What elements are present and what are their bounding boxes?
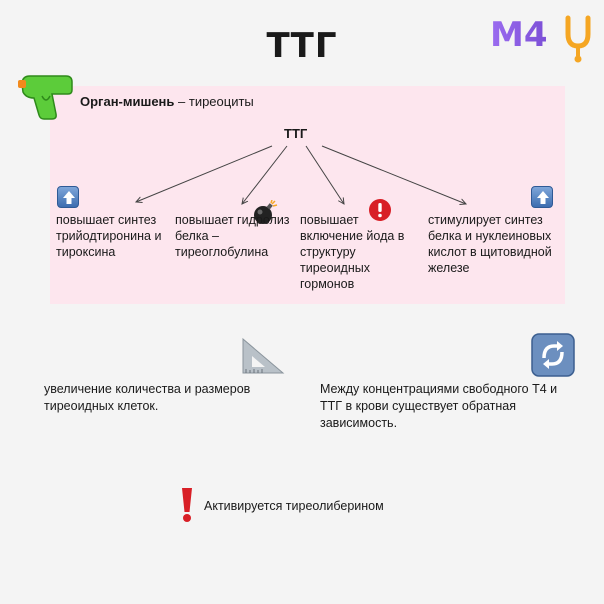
effect-2-text: повышает гидролиз белка – тиреоглобулина: [175, 213, 290, 259]
note-right: Между концентрациями свободного Т4 и ТТГ…: [320, 382, 558, 430]
effect-3-text: повышает включение йода в структуру тире…: [300, 213, 405, 291]
up-arrow-icon: [57, 186, 79, 208]
effect-1-text: повышает синтез трийодтиронина и тирокси…: [56, 213, 162, 259]
organ-label-bold: Орган-мишень: [80, 94, 175, 109]
effect-4-text: стимулирует синтез белка и нуклеиновых к…: [428, 213, 552, 275]
organ-label-rest: – тиреоциты: [174, 94, 254, 109]
m4u-logo: M4: [490, 10, 596, 64]
triangle-ruler-icon: [240, 336, 286, 376]
center-label: ТТГ: [284, 126, 308, 141]
exclamation-circle-icon: [368, 198, 392, 222]
page-title: ТТГ: [266, 26, 338, 66]
svg-text:M4: M4: [490, 15, 548, 55]
red-exclamation-icon: [180, 486, 194, 524]
note-left: увеличение количества и размеров тиреоид…: [44, 382, 251, 413]
up-arrow-icon: [531, 186, 553, 208]
target-organ-line: Орган-мишень – тиреоциты: [80, 94, 254, 109]
water-pistol-icon: [16, 70, 74, 122]
bomb-icon: [252, 199, 278, 226]
refresh-cycle-icon: [530, 332, 576, 378]
note-bottom: Активируется тиреолиберином: [204, 499, 384, 513]
